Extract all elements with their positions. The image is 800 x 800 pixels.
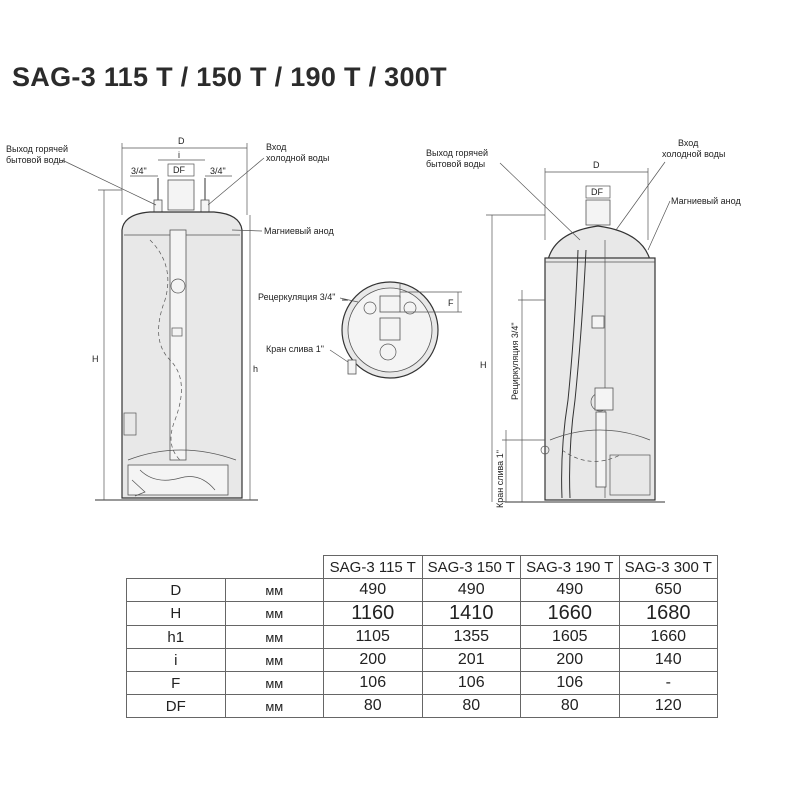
right-dim-D-label: D <box>593 160 600 170</box>
dim-right-pipe-label: 3/4" <box>210 166 226 176</box>
table-row: F мм 106 106 106 - <box>126 671 718 695</box>
table-row: h1 мм 1105 1355 1605 1660 <box>126 625 718 649</box>
dim-i-label: i <box>178 150 180 160</box>
table-cell: 650 <box>618 578 718 602</box>
right-cold-water-label-2: холодной воды <box>662 149 725 159</box>
table-cell: 1680 <box>618 601 718 626</box>
table-cell: 80 <box>421 694 521 718</box>
column-header: SAG-3 115 T <box>323 555 423 579</box>
table-row: i мм 200 201 200 140 <box>126 648 718 672</box>
table-cell: 200 <box>323 648 423 672</box>
right-anode-label: Магниевый анод <box>671 196 741 206</box>
table-cell: 490 <box>421 578 521 602</box>
row-param: F <box>126 671 226 695</box>
spec-table-header: SAG-3 115 T SAG-3 150 T SAG-3 190 T SAG-… <box>126 555 718 579</box>
table-cell: 106 <box>421 671 521 695</box>
left-hot-water-label-2: бытовой воды <box>6 155 65 165</box>
left-cold-water-label: Вход <box>266 142 287 152</box>
left-anode-label: Магниевый анод <box>264 226 334 236</box>
table-cell: 80 <box>323 694 423 718</box>
row-unit: мм <box>224 671 324 695</box>
table-cell: 1410 <box>421 601 521 626</box>
table-row: D мм 490 490 490 650 <box>126 578 718 602</box>
right-drain-label: Кран слива 1" <box>495 450 505 508</box>
table-cell: 1160 <box>323 601 423 626</box>
left-hot-water-label: Выход горячей <box>6 144 68 154</box>
row-unit: мм <box>224 578 324 602</box>
table-cell: 1355 <box>421 625 521 649</box>
row-unit: мм <box>224 694 324 718</box>
dim-DF-label: DF <box>173 165 185 175</box>
row-param: D <box>126 578 226 602</box>
row-unit: мм <box>224 601 324 626</box>
row-unit: мм <box>224 648 324 672</box>
row-unit: мм <box>224 625 324 649</box>
table-cell: 1105 <box>323 625 423 649</box>
table-cell: 201 <box>421 648 521 672</box>
table-cell: 106 <box>520 671 620 695</box>
right-hot-water-label: Выход горячей <box>426 148 488 158</box>
spec-table-corner <box>126 555 324 579</box>
dim-D-label: D <box>178 136 185 146</box>
right-recirculation-label: Рециркуляция 3/4" <box>510 322 520 400</box>
table-cell: 140 <box>618 648 718 672</box>
right-side-view: D DF H Рециркуляция 3/4" <box>426 138 741 508</box>
table-cell: 490 <box>520 578 620 602</box>
column-header: SAG-3 190 T <box>520 555 620 579</box>
dim-H-label: H <box>92 354 99 364</box>
table-row: DF мм 80 80 80 120 <box>126 694 718 718</box>
spec-table: SAG-3 115 T SAG-3 150 T SAG-3 190 T SAG-… <box>126 555 718 718</box>
left-cold-water-label-2: холодной воды <box>266 153 329 163</box>
table-cell: 1660 <box>618 625 718 649</box>
top-recirculation-label: Рецеркуляция 3/4" <box>258 292 335 302</box>
table-cell: 120 <box>618 694 718 718</box>
column-header: SAG-3 150 T <box>421 555 521 579</box>
table-cell: 80 <box>520 694 620 718</box>
table-cell: - <box>618 671 718 695</box>
row-param: i <box>126 648 226 672</box>
table-cell: 106 <box>323 671 423 695</box>
table-cell: 1605 <box>520 625 620 649</box>
row-param: h1 <box>126 625 226 649</box>
top-view: F Рецеркуляция 3/4" Кран слива 1" <box>258 281 462 379</box>
dim-left-pipe-label: 3/4" <box>131 166 147 176</box>
top-drain-label: Кран слива 1" <box>266 344 324 354</box>
row-param: DF <box>126 694 226 718</box>
page-title: SAG-3 115 T / 150 T / 190 T / 300T <box>12 62 447 92</box>
column-header: SAG-3 300 T <box>618 555 718 579</box>
dim-h-label: h <box>253 364 258 374</box>
dim-F-label: F <box>448 298 454 308</box>
right-dim-DF-label: DF <box>591 187 603 197</box>
table-cell: 490 <box>323 578 423 602</box>
technical-drawings: D i DF 3/4" 3/4" <box>6 136 741 508</box>
table-cell: 200 <box>520 648 620 672</box>
table-row: H мм 1160 1410 1660 1680 <box>126 601 718 626</box>
right-cold-water-label: Вход <box>678 138 699 148</box>
right-hot-water-label-2: бытовой воды <box>426 159 485 169</box>
row-param: H <box>126 601 226 626</box>
right-dim-H-label: H <box>480 360 487 370</box>
table-cell: 1660 <box>520 601 620 626</box>
left-front-view: D i DF 3/4" 3/4" <box>6 136 334 501</box>
